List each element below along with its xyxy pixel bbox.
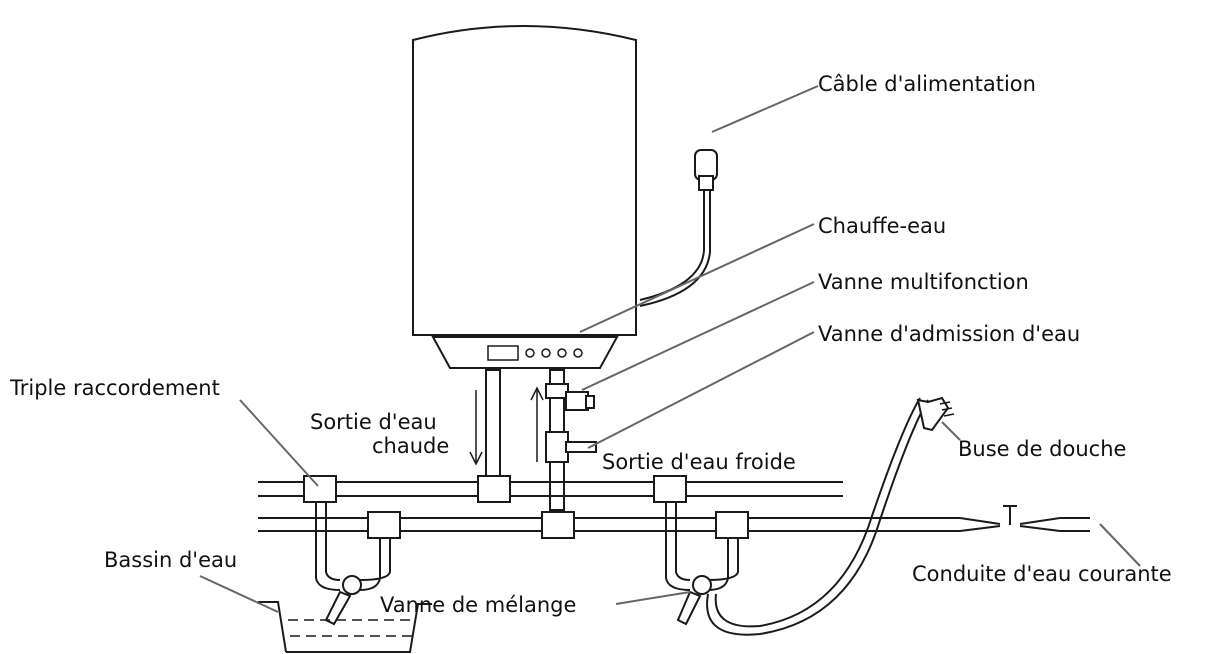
label-running-water-pipe: Conduite d'eau courante: [912, 562, 1172, 586]
label-mixing-valve: Vanne de mélange: [380, 593, 577, 617]
shower-hose: [706, 396, 955, 636]
label-shower-nozzle: Buse de douche: [958, 437, 1127, 461]
water-heater-tank: [412, 25, 637, 369]
leader-lines: [199, 85, 1141, 613]
label-water-heater: Chauffe-eau: [818, 214, 947, 238]
left-mixing-valve: [315, 502, 391, 626]
label-hot-water-outlet-line2: chaude: [372, 434, 450, 458]
label-hot-water-outlet-line1: Sortie d'eau: [310, 410, 437, 434]
pipes: [258, 475, 1090, 539]
hot-outlet-pipe: [469, 369, 501, 479]
label-triple-connection: Triple raccordement: [10, 376, 220, 400]
cold-inlet-pipe: [530, 369, 597, 511]
power-cable: [639, 149, 718, 307]
label-cold-water-outlet: Sortie d'eau froide: [602, 450, 796, 474]
label-power-cable: Câble d'alimentation: [818, 72, 1036, 96]
label-water-basin: Bassin d'eau: [104, 548, 238, 572]
label-multifunction-valve: Vanne multifonction: [818, 270, 1029, 294]
label-water-inlet-valve: Vanne d'admission d'eau: [818, 322, 1081, 346]
right-mixing-valve: [665, 502, 739, 626]
water-basin: [258, 601, 432, 653]
